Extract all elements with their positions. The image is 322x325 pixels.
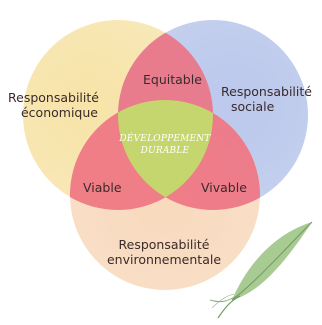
label-social-responsibility: Responsabilité sociale xyxy=(221,84,312,114)
label-social-line1: Responsabilité xyxy=(221,84,312,99)
center-line1: DÉVELOPPEMENT xyxy=(119,134,211,144)
label-sustainable-development: DÉVELOPPEMENT DURABLE xyxy=(116,133,214,157)
label-environmental-responsibility: Responsabilité environnementale xyxy=(100,237,228,267)
label-social-line2: sociale xyxy=(231,99,275,114)
leaf-icon xyxy=(209,221,313,319)
label-viable: Viable xyxy=(83,180,122,195)
label-environmental-line1: Responsabilité xyxy=(118,237,210,252)
label-equitable: Equitable xyxy=(143,72,202,87)
label-environmental-line2: environnementale xyxy=(106,252,222,267)
label-economic-line1: Responsabilité xyxy=(8,90,99,105)
label-vivable: Vivable xyxy=(201,180,247,195)
label-economic-responsibility: Responsabilité économique xyxy=(8,90,99,120)
center-line2: DURABLE xyxy=(140,146,190,156)
label-economic-line2: économique xyxy=(20,105,98,120)
